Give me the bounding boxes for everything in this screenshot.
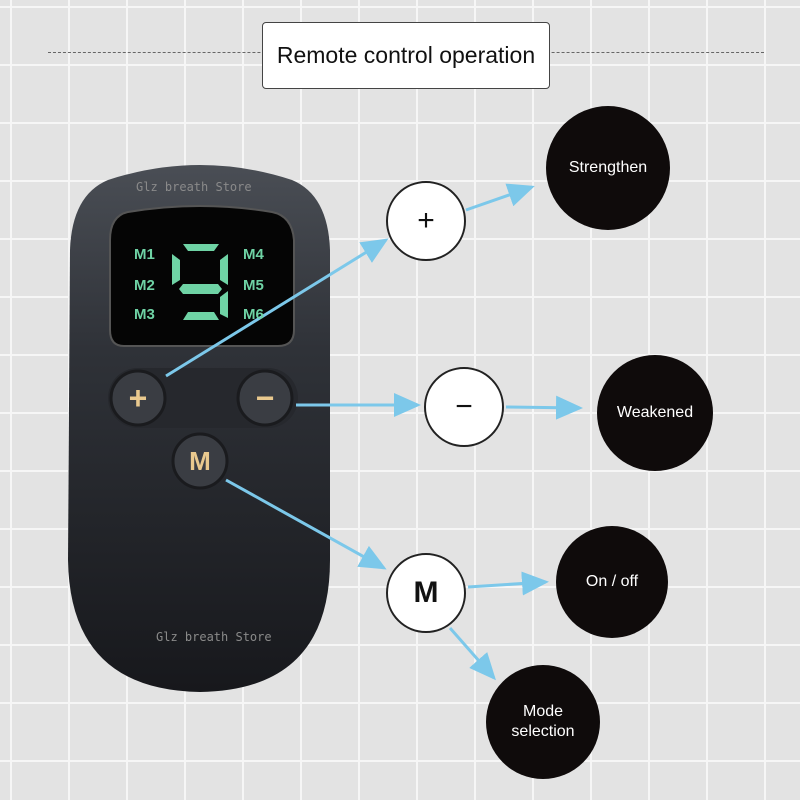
device-minus-label[interactable]: − bbox=[255, 379, 275, 416]
device-minus-button bbox=[236, 369, 294, 427]
mode-label-m1: M1 bbox=[134, 246, 155, 263]
watermark-top: Glz breath Store bbox=[136, 180, 252, 194]
arrow-modeop-to-onoff bbox=[467, 571, 549, 596]
mode-op-circle bbox=[386, 553, 466, 633]
mode-op-symbol: M bbox=[413, 576, 439, 609]
arrow-plusop-to-strengthen bbox=[465, 183, 535, 212]
minus-op-symbol: − bbox=[455, 390, 473, 423]
mode-label-m5: M5 bbox=[243, 277, 264, 294]
strengthen-label: Strengthen bbox=[568, 159, 648, 176]
segment-upper-left bbox=[172, 254, 180, 285]
strengthen-circle bbox=[546, 106, 670, 230]
mode-label-m2: M2 bbox=[134, 277, 155, 294]
segment-top bbox=[183, 244, 219, 251]
weakened-label: Weakened bbox=[616, 404, 694, 421]
device-plus-button bbox=[109, 369, 167, 427]
plus-op-symbol: + bbox=[417, 204, 435, 237]
segment-bottom bbox=[183, 312, 219, 320]
onoff-label: On / off bbox=[585, 573, 639, 590]
device-mode-label[interactable]: M bbox=[189, 445, 211, 476]
minus-op-circle bbox=[424, 367, 504, 447]
watermark-bottom: Glz breath Store bbox=[156, 630, 272, 644]
remote-screen bbox=[109, 205, 295, 347]
seven-segment-digit bbox=[172, 244, 228, 320]
mode-selection-circle bbox=[486, 665, 600, 779]
segment-lower-right bbox=[220, 291, 228, 318]
arrow-plus-to-op bbox=[165, 238, 389, 378]
weakened-circle bbox=[597, 355, 713, 471]
onoff-circle bbox=[556, 526, 668, 638]
plus-op-circle bbox=[386, 181, 466, 261]
segment-middle bbox=[179, 284, 222, 294]
mode-label-m3: M3 bbox=[134, 306, 155, 323]
arrow-minusop-to-weakened bbox=[505, 395, 583, 420]
arrow-mode-to-op bbox=[225, 478, 387, 570]
segment-upper-right bbox=[220, 254, 228, 285]
mode-selection-label: Mode selection bbox=[511, 703, 575, 740]
mode-label-m4: M4 bbox=[243, 246, 264, 263]
device-plus-label[interactable]: + bbox=[128, 379, 148, 416]
device-mode-button bbox=[171, 432, 229, 490]
mode-label-m6: M6 bbox=[243, 306, 264, 323]
arrow-modeop-to-selection bbox=[448, 627, 496, 681]
page-title: Remote control operation bbox=[262, 22, 550, 89]
